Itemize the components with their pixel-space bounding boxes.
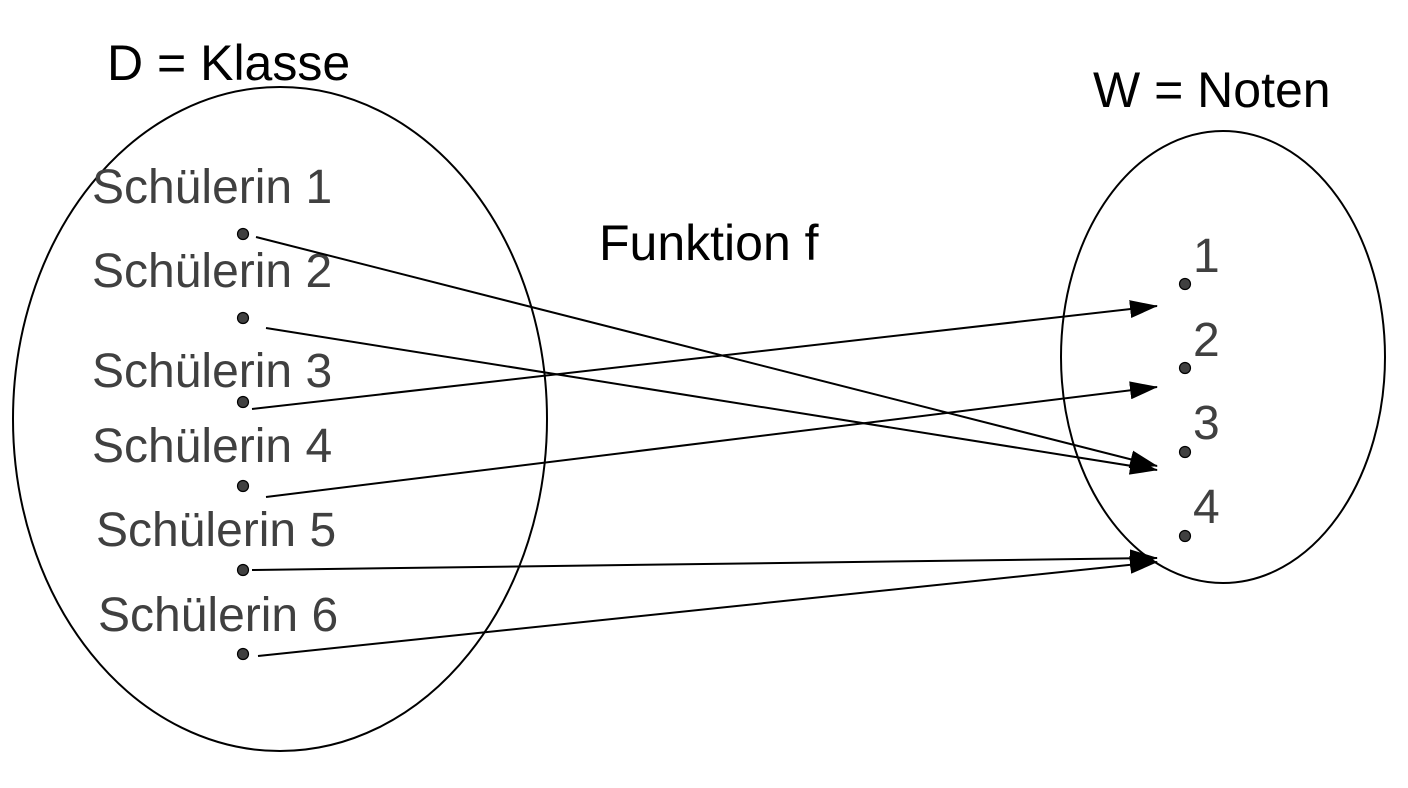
mapping-arrow bbox=[251, 300, 1158, 410]
domain-element-label: Schülerin 6 bbox=[98, 589, 338, 642]
domain-element-label: Schülerin 2 bbox=[92, 245, 332, 298]
mapping-arrow bbox=[255, 236, 1158, 469]
range-element-label: 1 bbox=[1193, 230, 1220, 283]
domain-element-label: Schülerin 5 bbox=[96, 504, 336, 557]
domain-element-dot bbox=[236, 311, 250, 325]
range-element-dot bbox=[1178, 445, 1192, 459]
domain-element-dot bbox=[236, 395, 250, 409]
domain-element-dot bbox=[236, 227, 250, 241]
mapping-arrow bbox=[251, 549, 1158, 571]
domain-set: D = Klasse Schülerin 1 Schülerin 2 Schül… bbox=[12, 35, 548, 752]
mapping-arrow bbox=[265, 327, 1158, 475]
range-set: W = Noten 1 2 3 4 bbox=[1060, 62, 1386, 584]
domain-element-label: Schülerin 3 bbox=[92, 345, 332, 398]
range-element-label: 4 bbox=[1193, 481, 1220, 534]
function-label: Funktion f bbox=[599, 215, 819, 271]
range-element-label: 3 bbox=[1193, 397, 1220, 450]
domain-element-dot bbox=[236, 563, 250, 577]
domain-element-label: Schülerin 1 bbox=[92, 161, 332, 214]
range-element-dot bbox=[1178, 361, 1192, 375]
domain-element-dot bbox=[236, 479, 250, 493]
domain-element-label: Schülerin 4 bbox=[92, 420, 332, 473]
domain-set-ellipse bbox=[12, 86, 548, 752]
domain-element-dot bbox=[236, 647, 250, 661]
mapping-arrows bbox=[251, 236, 1158, 657]
domain-set-title: D = Klasse bbox=[107, 35, 350, 91]
mapping-arrow bbox=[265, 381, 1158, 498]
range-element-dot bbox=[1178, 529, 1192, 543]
range-element-label: 2 bbox=[1193, 314, 1220, 367]
range-set-title: W = Noten bbox=[1093, 62, 1331, 118]
mapping-arrow bbox=[257, 555, 1158, 657]
range-set-ellipse bbox=[1060, 130, 1386, 584]
range-element-dot bbox=[1178, 277, 1192, 291]
